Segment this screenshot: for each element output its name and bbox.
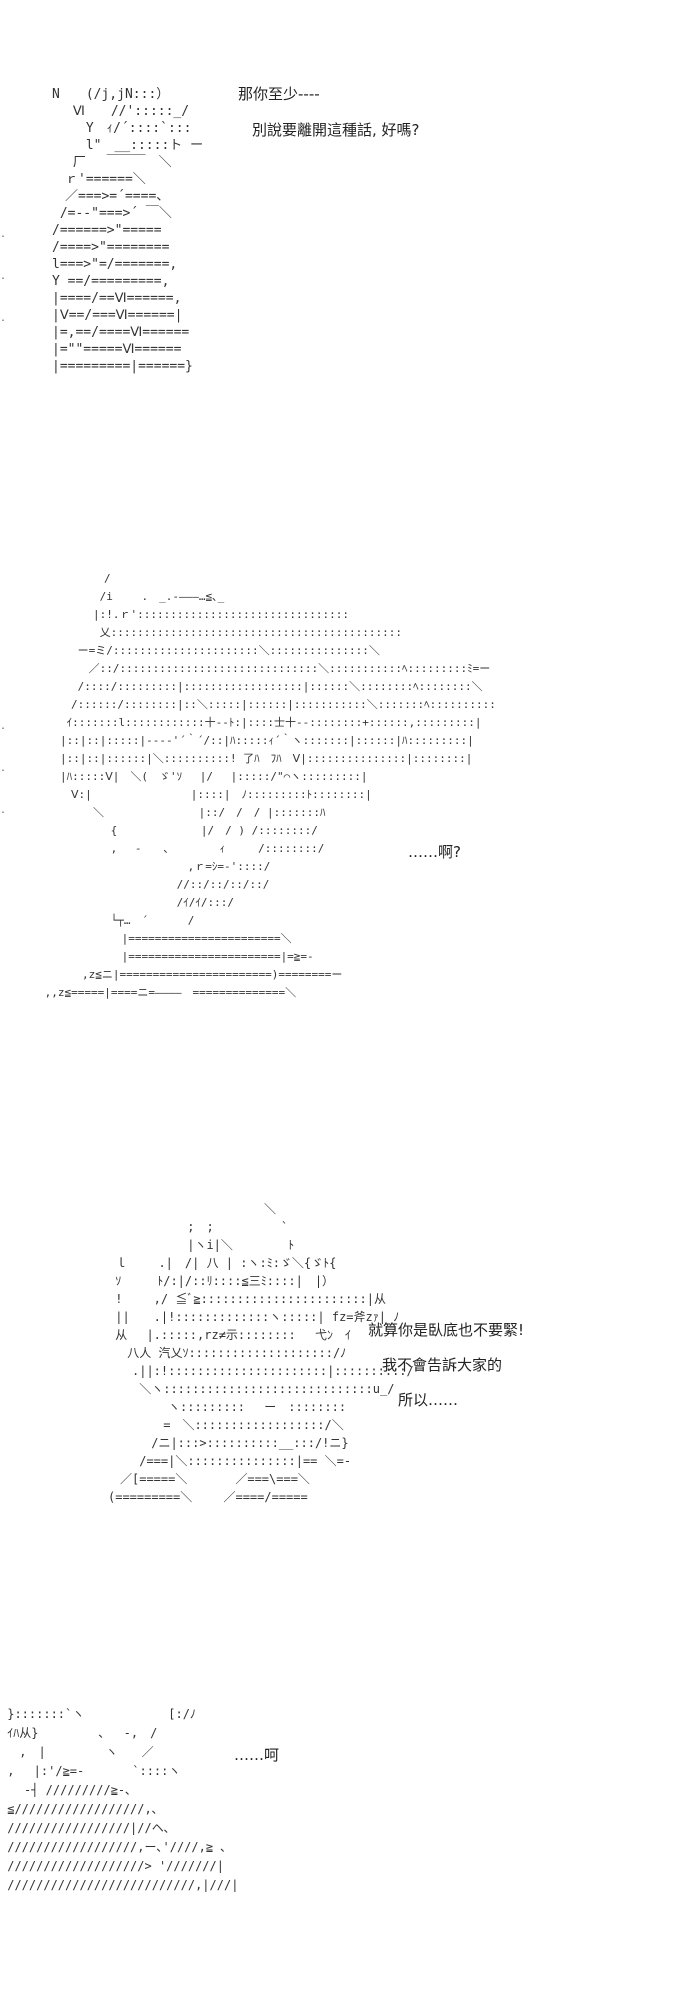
caption-4-line-1: ……呵 [234, 1746, 280, 1764]
panel-2: . . . / /i . _.-―――…≦､_ |:!.ｒ'::::::::::… [0, 570, 699, 1020]
caption-1-line-1: 那你至少---- [238, 85, 320, 103]
ascii-art-1: N (/j,jN:::） Ⅵ //':::::_/ Y ｨ/´::::`::: … [52, 87, 204, 374]
edge-dots-left: . . . [0, 229, 7, 324]
ascii-art-2: / /i . _.-―――…≦､_ |:!.ｒ'::::::::::::::::… [44, 572, 496, 999]
caption-3-line-3: 所以…… [398, 1391, 459, 1409]
ascii-art-4: }:::::::`ヽ [:/ﾉ ｲﾊ从} ､ -, / , | ヽ ／ , |:… [7, 1707, 239, 1892]
ascii-art-3: ＼ ; ; ` |ヽi|＼ ﾄ ｌ .| /| 八 | :ヽ:ﾐ:ゞ＼{ゞﾄ{ … [108, 1202, 414, 1504]
caption-1-line-2: 別說要離開這種話, 好嗎? [252, 121, 420, 139]
edge-dots-left: . . . [0, 721, 7, 816]
panel-3: ＼ ; ; ` |ヽi|＼ ﾄ ｌ .| /| 八 | :ヽ:ﾐ:ゞ＼{ゞﾄ{ … [0, 1200, 699, 1520]
panel-4: }:::::::`ヽ [:/ﾉ ｲﾊ从} ､ -, / , | ヽ ／ , |:… [0, 1705, 699, 1905]
panel-1: . . . N (/j,jN:::） Ⅵ //':::::_/ Y ｨ/´:::… [0, 80, 699, 390]
caption-2-line-1: ……啊? [408, 843, 461, 861]
caption-3-line-2: 我不會告訴大家的 [382, 1356, 503, 1374]
caption-3-line-1: 就算你是臥底也不要緊! [368, 1321, 525, 1339]
